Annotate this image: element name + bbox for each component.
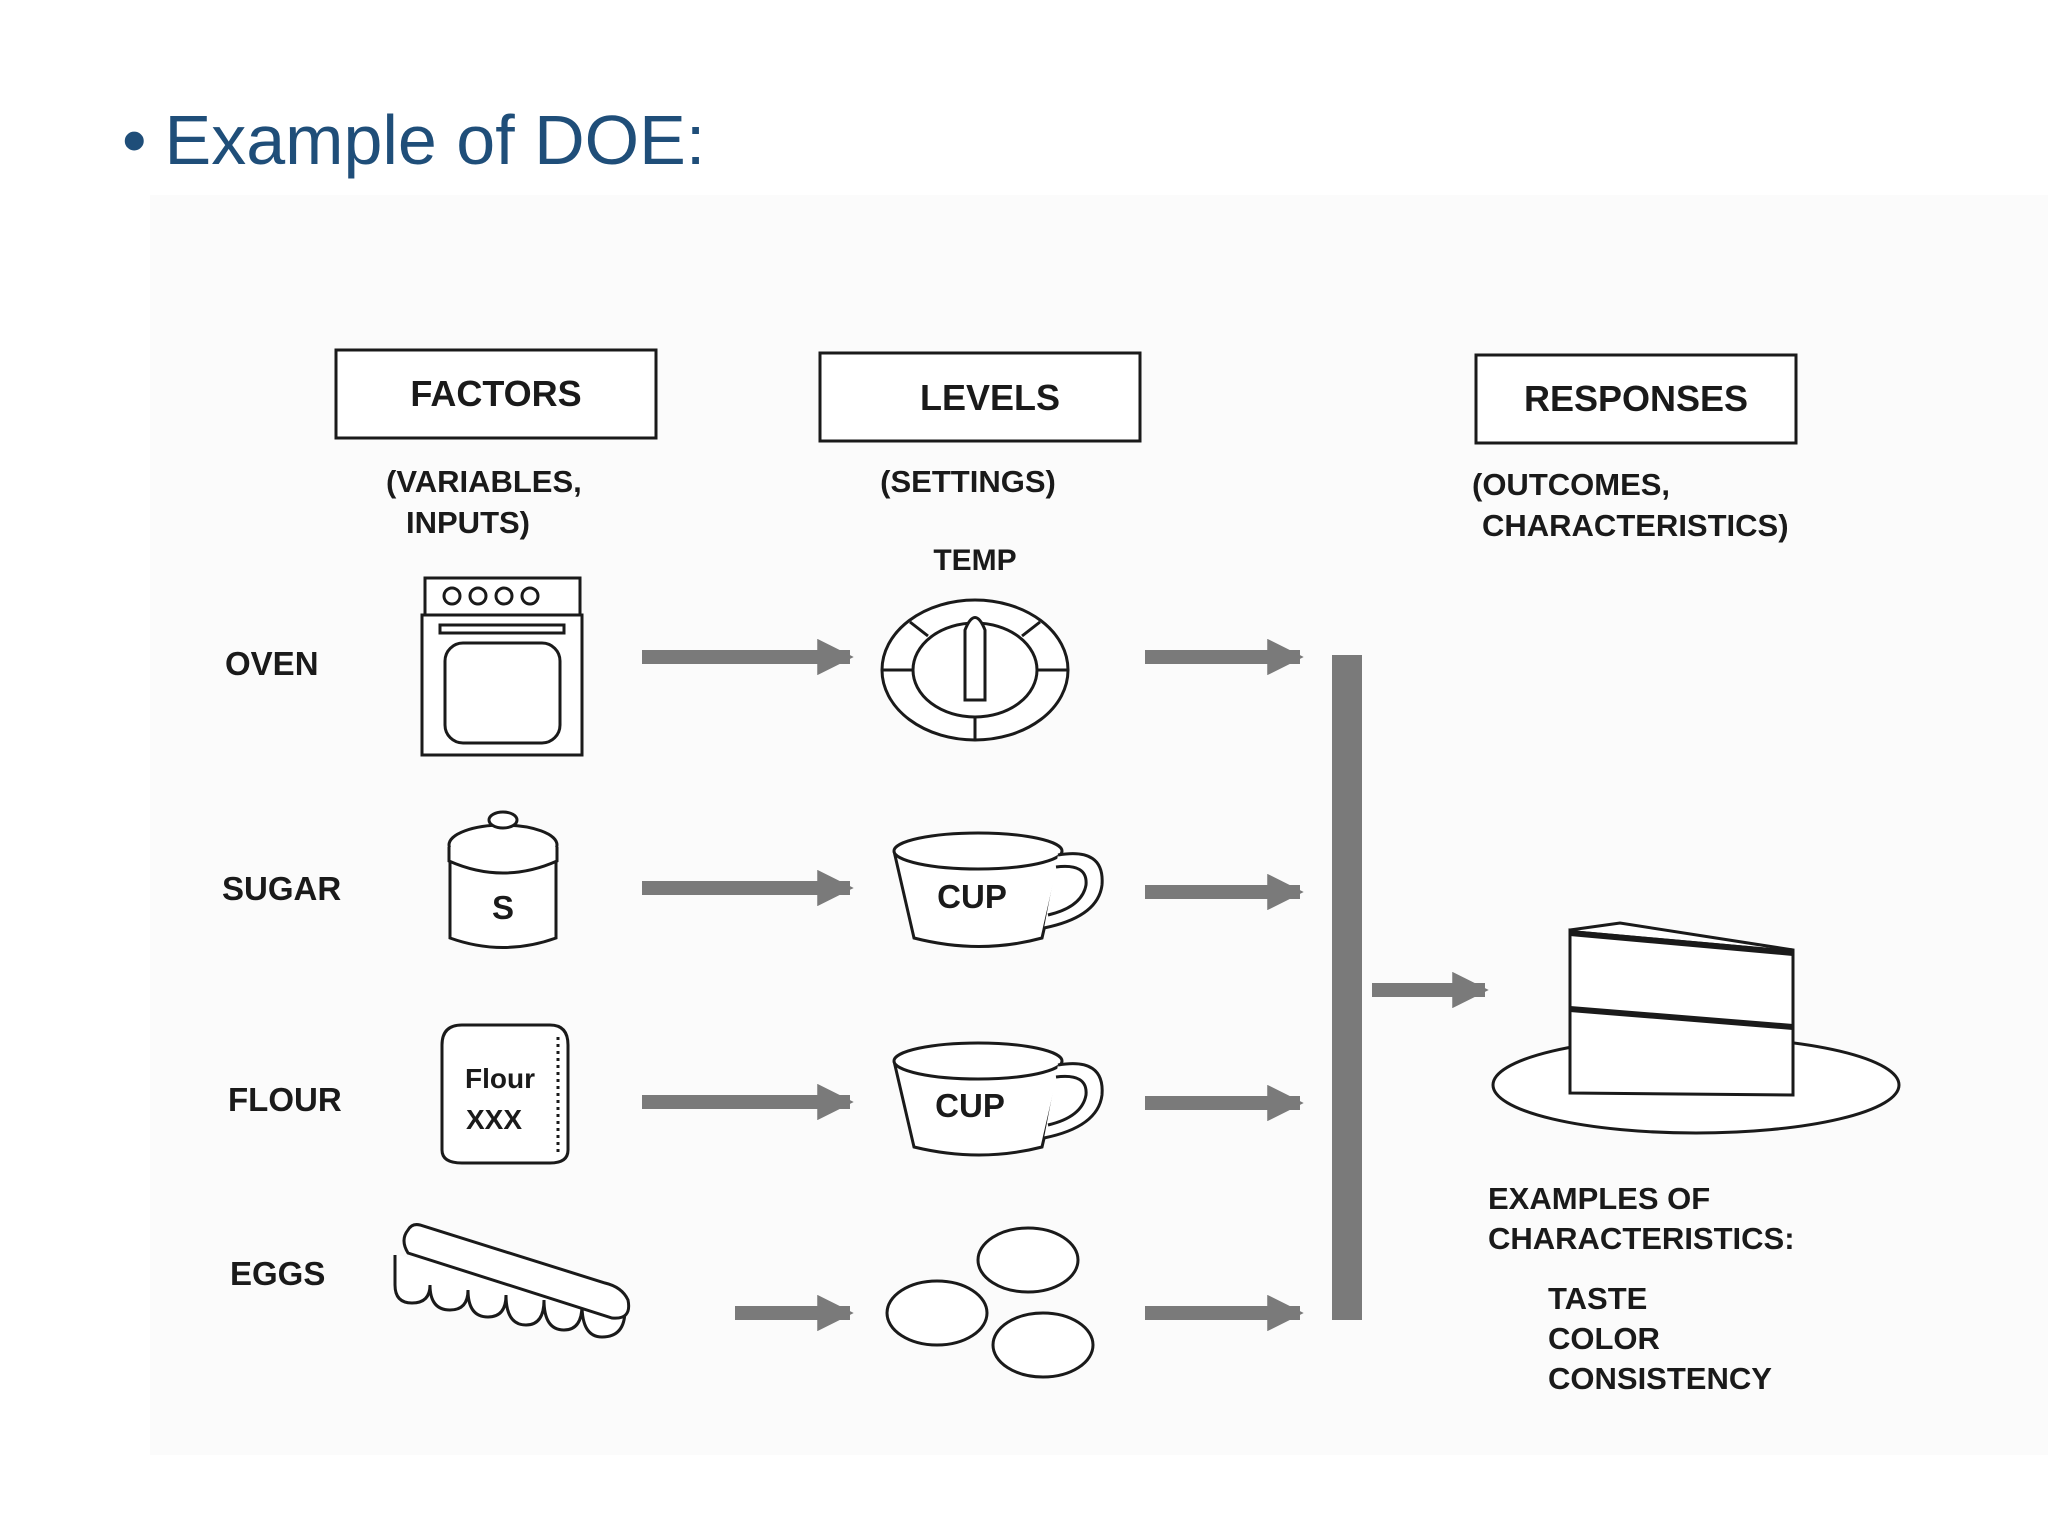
egg-2: [885, 1279, 989, 1347]
sugar-jar-icon: S: [447, 810, 559, 949]
sugar-cup-label: CUP: [937, 878, 1007, 915]
row-label-sugar: SUGAR: [222, 870, 341, 907]
doe-diagram: FACTORS (VARIABLES, INPUTS) LEVELS (SETT…: [150, 195, 2048, 1455]
flour-cup-label: CUP: [935, 1087, 1005, 1124]
flour-bag-line-2: XXX: [466, 1104, 522, 1135]
responses-subtitle-2: CHARACTERISTICS): [1482, 508, 1789, 543]
row-label-oven: OVEN: [225, 645, 319, 682]
level-to-collector-arrows: [1145, 638, 1304, 1332]
eggs-icon: [885, 1226, 1095, 1379]
responses-subtitle-1: (OUTCOMES,: [1472, 467, 1670, 502]
row-label-eggs: EGGS: [230, 1255, 325, 1292]
collector-bar: [1332, 655, 1362, 1320]
factor-to-level-arrows: [642, 638, 854, 1332]
page-title: Example of DOE:: [164, 101, 706, 179]
levels-title: LEVELS: [920, 377, 1060, 418]
characteristics-block: EXAMPLES OF CHARACTERISTICS: TASTE COLOR…: [1488, 1181, 1795, 1396]
characteristic-item: CONSISTENCY: [1548, 1361, 1772, 1396]
sugar-jar-label: S: [492, 889, 514, 926]
oven-icon: [420, 576, 584, 757]
temp-label: TEMP: [933, 544, 1016, 577]
doe-diagram-svg: FACTORS (VARIABLES, INPUTS) LEVELS (SETT…: [222, 348, 1901, 1396]
responses-header: RESPONSES (OUTCOMES, CHARACTERISTICS): [1472, 353, 1798, 543]
flour-bag-line-1: Flour: [465, 1063, 535, 1094]
egg-carton-icon: [393, 1223, 631, 1339]
levels-header: LEVELS (SETTINGS): [818, 351, 1142, 499]
temp-dial-icon: TEMP: [880, 544, 1070, 742]
levels-box: [818, 351, 1142, 443]
factors-subtitle-2: INPUTS): [406, 505, 530, 540]
factors-subtitle-1: (VARIABLES,: [386, 464, 582, 499]
egg-1: [976, 1226, 1080, 1294]
characteristics-heading-2: CHARACTERISTICS:: [1488, 1221, 1795, 1256]
egg-3: [991, 1311, 1095, 1379]
row-label-flour: FLOUR: [228, 1081, 342, 1118]
flour-bag-icon: Flour XXX: [440, 1023, 570, 1165]
factors-box: [334, 348, 658, 440]
factors-header: FACTORS (VARIABLES, INPUTS): [334, 348, 658, 540]
factors-title: FACTORS: [410, 373, 581, 414]
characteristic-item: COLOR: [1548, 1321, 1660, 1356]
flour-cup-icon: CUP: [892, 1041, 1104, 1157]
bullet-point: •: [122, 101, 147, 179]
responses-title: RESPONSES: [1524, 378, 1748, 419]
characteristic-item: TASTE: [1548, 1281, 1647, 1316]
slide-title: •Example of DOE:: [122, 100, 705, 180]
levels-subtitle: (SETTINGS): [880, 464, 1056, 499]
characteristics-heading-1: EXAMPLES OF: [1488, 1181, 1710, 1216]
cake-icon: [1491, 921, 1901, 1135]
sugar-cup-icon: CUP: [892, 831, 1104, 948]
responses-box: [1474, 353, 1798, 445]
